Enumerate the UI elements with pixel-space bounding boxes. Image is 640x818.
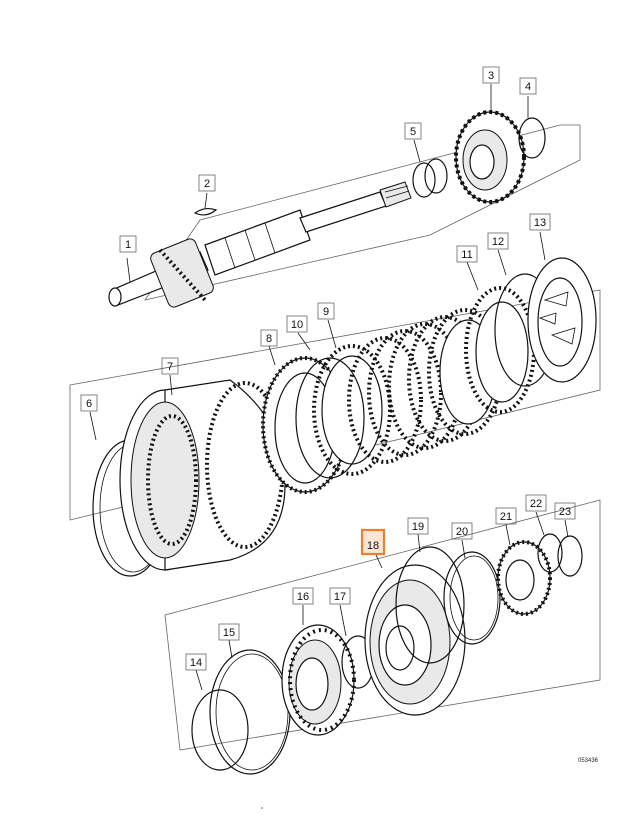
spring-plate[interactable] — [527, 257, 597, 383]
callout-22[interactable]: 22 — [530, 498, 542, 510]
callout-21[interactable]: 21 — [500, 511, 512, 523]
gear[interactable] — [454, 110, 526, 204]
snap-ring-4[interactable] — [518, 117, 546, 159]
woodruff-key[interactable] — [193, 207, 218, 216]
middle-group-frame — [69, 289, 601, 521]
callout-6[interactable]: 6 — [86, 398, 92, 410]
callout-8[interactable]: 8 — [266, 333, 272, 345]
callout-19[interactable]: 19 — [412, 521, 424, 533]
callout-labels: 1 2 3 4 5 6 7 8 9 10 11 12 13 14 15 16 1 — [80, 66, 576, 671]
reference-code: 053436 — [578, 758, 599, 764]
clutch-housing[interactable] — [364, 564, 466, 716]
piston[interactable] — [281, 624, 356, 736]
ring-gear-drum[interactable] — [119, 379, 286, 571]
callout-11[interactable]: 11 — [461, 249, 472, 261]
callout-2[interactable]: 2 — [204, 178, 210, 190]
leader-lines — [89, 84, 569, 691]
seal-19[interactable] — [395, 546, 465, 664]
callout-3[interactable]: 3 — [488, 70, 494, 82]
callout-7[interactable]: 7 — [167, 361, 173, 373]
stray-dot — [261, 807, 263, 809]
callout-12[interactable]: 12 — [492, 236, 504, 248]
needle-bearing[interactable] — [412, 158, 448, 198]
input-shaft[interactable] — [108, 181, 412, 309]
snap-ring-23[interactable] — [557, 535, 583, 577]
seal-ring-15[interactable] — [209, 649, 291, 775]
snap-ring-22[interactable] — [537, 533, 563, 573]
lower-group-frame — [164, 499, 601, 751]
snap-ring-14[interactable] — [191, 689, 249, 771]
seal-ring-20[interactable] — [443, 551, 501, 645]
callout-18[interactable]: 18 — [367, 540, 379, 552]
callout-5[interactable]: 5 — [410, 126, 416, 138]
callout-9[interactable]: 9 — [323, 306, 329, 318]
callout-16[interactable]: 16 — [297, 591, 309, 603]
callout-20[interactable]: 20 — [456, 526, 468, 538]
callout-23[interactable]: 23 — [559, 506, 571, 518]
upper-group-frame — [144, 124, 581, 301]
clutch-plate-10[interactable] — [295, 357, 365, 479]
callout-14[interactable]: 14 — [190, 657, 202, 669]
callout-15[interactable]: 15 — [223, 627, 235, 639]
callout-1[interactable]: 1 — [125, 239, 131, 251]
callout-10[interactable]: 10 — [291, 319, 303, 331]
bearing-21[interactable] — [496, 540, 552, 616]
callout-13[interactable]: 13 — [534, 217, 546, 229]
selected-callout-highlight — [360, 528, 386, 556]
callout-4[interactable]: 4 — [525, 81, 531, 93]
callout-17[interactable]: 17 — [334, 591, 346, 603]
